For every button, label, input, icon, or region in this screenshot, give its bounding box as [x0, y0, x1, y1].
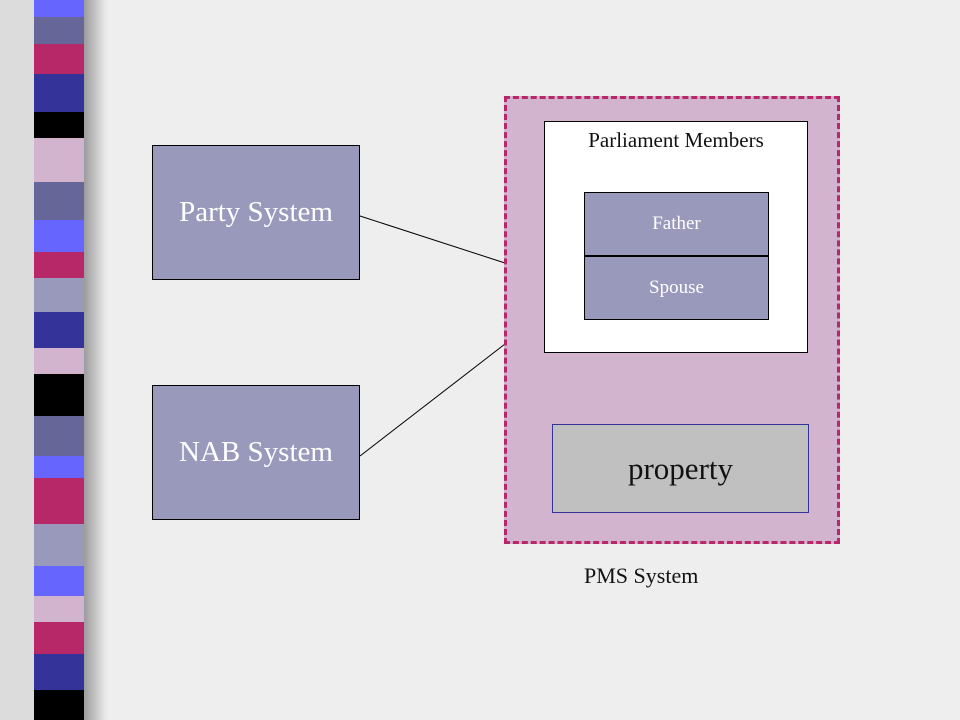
stripe-left-panel	[0, 0, 34, 720]
stripe-segment	[34, 374, 88, 416]
stripe-segment	[34, 252, 88, 278]
stripe-segment	[34, 312, 88, 348]
stripe-segment	[34, 622, 88, 654]
stripe-segment	[34, 478, 88, 524]
stripe-segment	[34, 0, 88, 17]
stripe-segment	[34, 278, 88, 312]
stripe-segment	[34, 220, 88, 252]
property-label: property	[627, 450, 734, 486]
stripe-segment	[34, 74, 88, 112]
nab-system-label: NAB System	[179, 436, 333, 468]
nab-system-box: NAB System	[152, 385, 360, 520]
spouse-box: Spouse	[584, 256, 769, 320]
stripe-segment	[34, 138, 88, 182]
stripe-segment	[34, 566, 88, 596]
party-system-label: Party System	[179, 196, 333, 228]
father-label: Father	[652, 213, 701, 234]
parliament-members-label: Parliament Members	[588, 128, 764, 152]
stripe-segment	[34, 690, 88, 720]
pms-system-caption: PMS System	[584, 563, 699, 588]
edge-party-to-pms	[359, 215, 506, 264]
stripe-segment	[34, 524, 88, 566]
stripe-segment	[34, 44, 88, 74]
stripe-segment	[34, 596, 88, 622]
spouse-label: Spouse	[649, 277, 704, 298]
stripe-segment	[34, 17, 88, 44]
father-box: Father	[584, 192, 769, 256]
decorative-stripe-bar	[0, 0, 108, 720]
stripe-segment	[34, 456, 88, 478]
edge-nab-to-pms	[359, 343, 506, 457]
stripe-segment	[34, 348, 88, 374]
party-system-box: Party System	[152, 145, 360, 280]
stripe-column	[34, 0, 88, 720]
stripe-segment	[34, 112, 88, 138]
stripe-shadow	[84, 0, 108, 720]
property-box: property	[552, 424, 809, 513]
stripe-segment	[34, 182, 88, 220]
stripe-segment	[34, 654, 88, 690]
stripe-segment	[34, 416, 88, 456]
